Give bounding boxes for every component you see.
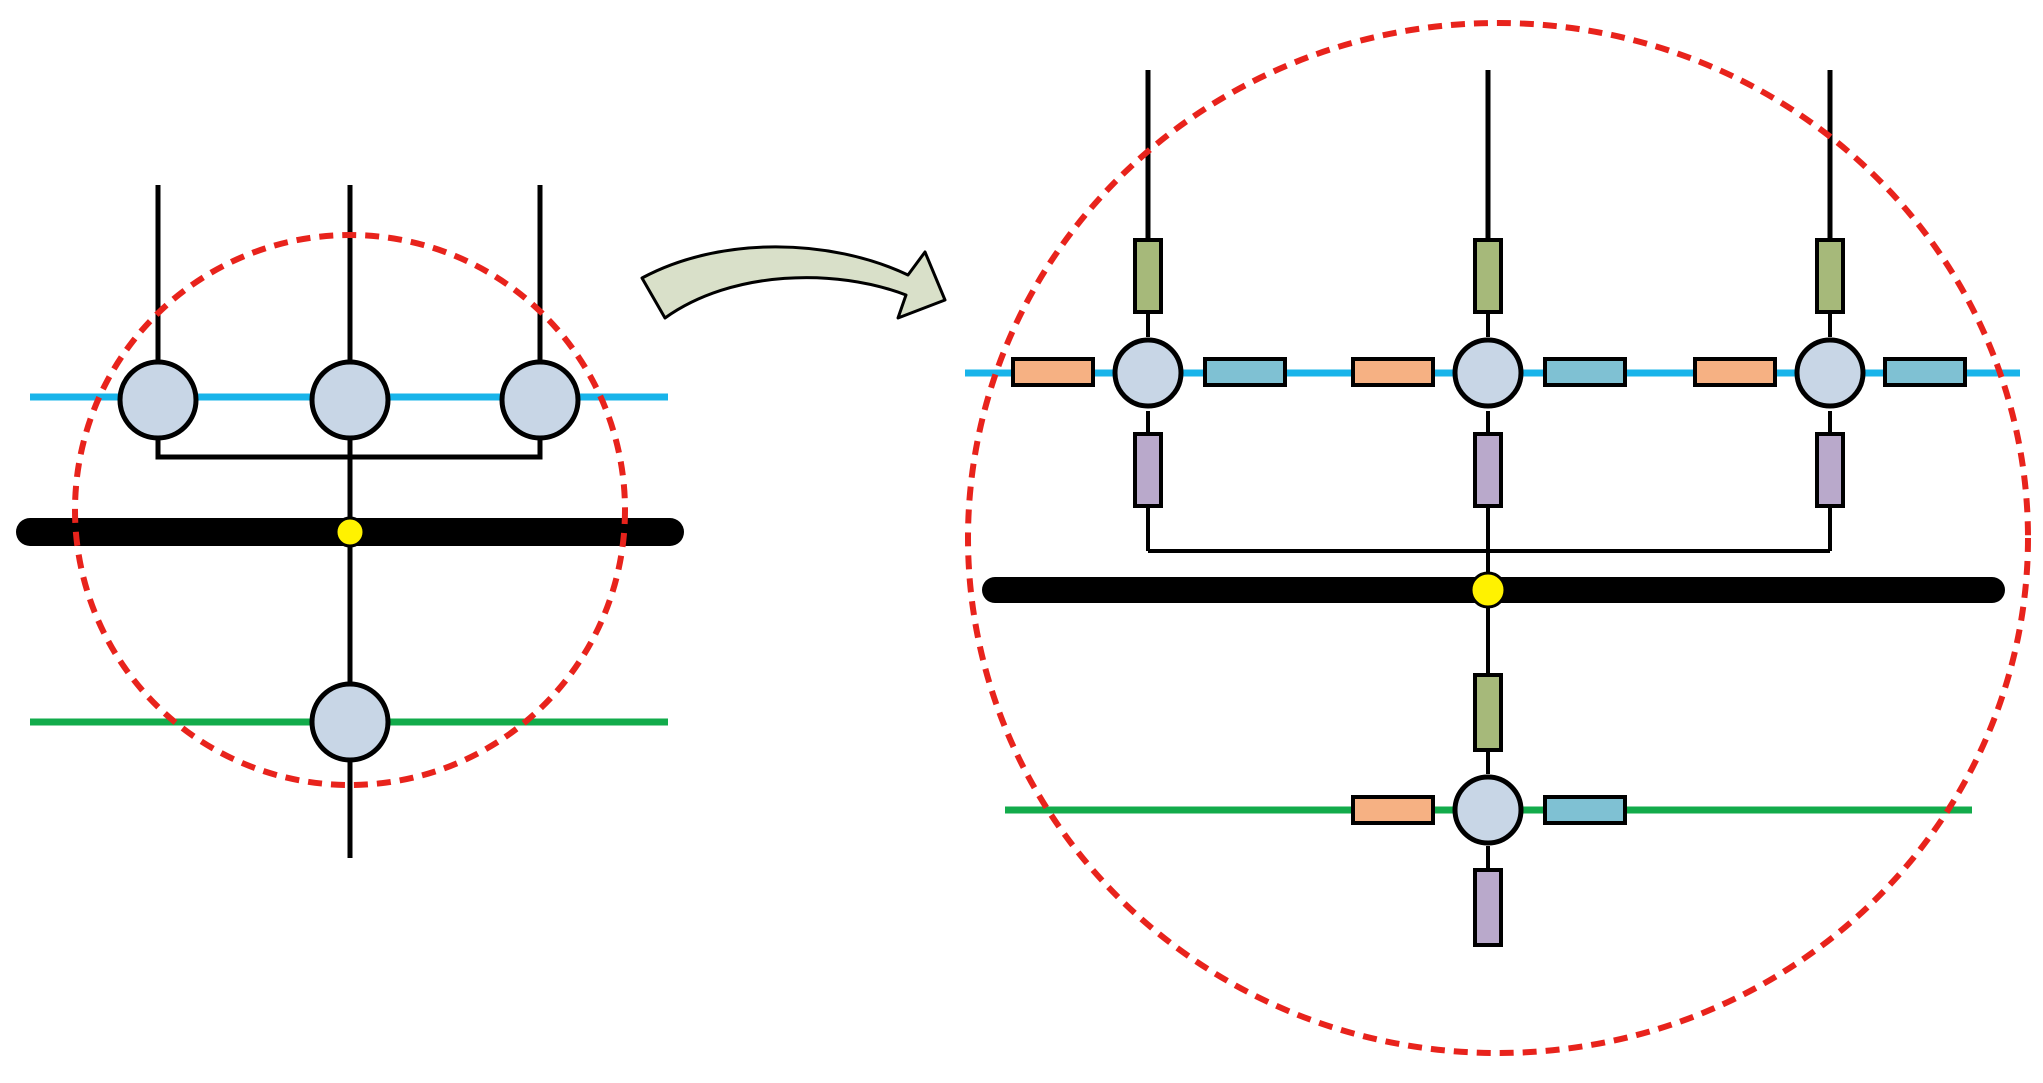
center-node: [1469, 571, 1507, 609]
center-node: [334, 516, 366, 548]
zoom-boundary-circle-small: [72, 232, 628, 788]
segment-purple: [1133, 432, 1163, 508]
segment-cyan: [1883, 357, 1967, 387]
segment-cyan: [1203, 357, 1287, 387]
segment-green: [1815, 238, 1845, 314]
junction-node-center: [1452, 337, 1524, 409]
segment-green: [1473, 238, 1503, 314]
segment-orange: [1011, 357, 1095, 387]
segment-orange: [1351, 795, 1435, 825]
segment-purple: [1473, 868, 1503, 947]
junction-node-bottom: [309, 681, 391, 763]
segment-orange: [1351, 357, 1435, 387]
segment-green: [1473, 673, 1503, 752]
junction-node-right: [1794, 337, 1866, 409]
junction-node-center: [309, 359, 391, 441]
segment-orange: [1693, 357, 1777, 387]
segment-green: [1133, 238, 1163, 314]
segment-purple: [1815, 432, 1845, 508]
original-network-panel: [16, 185, 684, 858]
segment-cyan: [1543, 795, 1627, 825]
segment-cyan: [1543, 357, 1627, 387]
curved-arrow-icon: [640, 245, 947, 320]
junction-node-bottom: [1452, 774, 1524, 846]
expanded-network-panel: [965, 20, 2031, 1056]
junction-node-left: [117, 359, 199, 441]
zoom-boundary-circle-large: [965, 20, 2031, 1056]
junction-node-left: [1112, 337, 1184, 409]
junction-node-right: [499, 359, 581, 441]
segment-purple: [1473, 432, 1503, 508]
